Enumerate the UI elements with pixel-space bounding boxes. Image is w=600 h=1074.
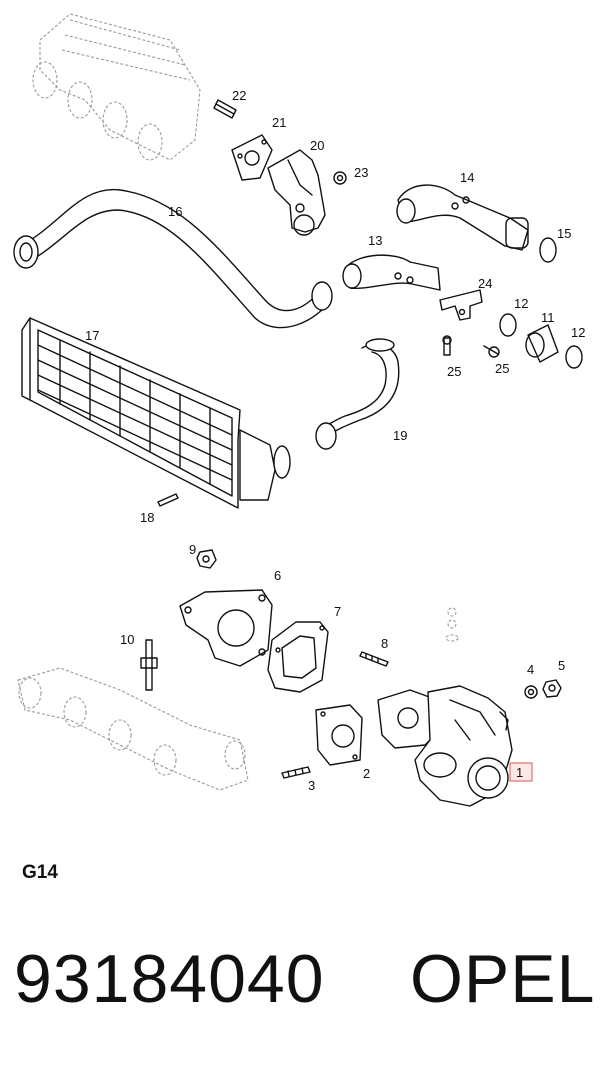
part-11-sleeve: 11 [525, 310, 559, 363]
part-25-bolt-right: 25 [483, 345, 509, 376]
part-25-bolt-left: 25 [442, 335, 461, 379]
part-20-housing: 20 [267, 138, 326, 236]
callout-16: 16 [168, 204, 182, 219]
callout-1: 1 [516, 765, 523, 780]
part-16-hose: 16 [13, 188, 333, 329]
callout-13: 13 [368, 233, 382, 248]
callout-25a: 25 [447, 364, 461, 379]
ghost-exhaust-manifold [17, 667, 249, 791]
part-2-gasket: 2 [315, 704, 370, 781]
part-12-seal-left: 12 [499, 296, 528, 337]
part-7-gasket: 7 [267, 604, 341, 693]
part-17-intercooler: 17 [21, 317, 291, 509]
diagram-code: G14 [22, 862, 58, 883]
exploded-parts-diagram: 22 21 20 23 16 14 15 [13, 13, 585, 807]
callout-22: 22 [232, 88, 246, 103]
callout-10: 10 [120, 632, 134, 647]
part-6-elbow: 6 [179, 568, 281, 667]
callout-18: 18 [140, 510, 154, 525]
callout-6: 6 [274, 568, 281, 583]
part-4-washer: 4 [524, 662, 538, 699]
ghost-intake-manifold-top [32, 13, 201, 161]
part-3-stud: 3 [281, 766, 315, 793]
callout-17: 17 [85, 328, 99, 343]
part-15-oring: 15 [539, 226, 571, 263]
callout-1-highlight [509, 762, 533, 782]
callout-8: 8 [381, 636, 388, 651]
callout-9: 9 [189, 542, 196, 557]
ghost-fasteners [445, 607, 459, 642]
part-13-elbow: 13 [342, 233, 441, 291]
callout-7: 7 [334, 604, 341, 619]
part-8-stud: 8 [359, 636, 389, 667]
callout-19: 19 [393, 428, 407, 443]
brand-name: OPEL [410, 941, 596, 1017]
callout-5: 5 [558, 658, 565, 673]
part-19-hose: 19 [315, 338, 407, 450]
callout-21: 21 [272, 115, 286, 130]
callout-23: 23 [354, 165, 368, 180]
callout-20: 20 [310, 138, 324, 153]
callout-12a: 12 [514, 296, 528, 311]
part-23-nut: 23 [333, 165, 368, 185]
part-number: 93184040 [14, 941, 325, 1017]
part-5-nut: 5 [542, 658, 565, 698]
part-1-turbocharger: 1 [377, 685, 533, 807]
part-12-seal-right: 12 [565, 325, 585, 369]
part-21-gasket: 21 [231, 115, 286, 181]
part-9-nut: 9 [189, 542, 217, 569]
callout-11: 11 [541, 310, 555, 325]
callout-15: 15 [557, 226, 571, 241]
part-10-stud: 10 [120, 632, 158, 691]
callout-12b: 12 [571, 325, 585, 340]
callout-3: 3 [308, 778, 315, 793]
part-14-pipe: 14 [396, 170, 529, 251]
callout-4: 4 [527, 662, 534, 677]
footer: 93184040 OPEL [0, 940, 600, 1050]
part-18-bolt: 18 [140, 493, 179, 525]
callout-25b: 25 [495, 361, 509, 376]
callout-14: 14 [460, 170, 474, 185]
part-24-bracket: 24 [439, 276, 492, 321]
callout-24: 24 [478, 276, 492, 291]
part-22-stud: 22 [213, 88, 246, 119]
callout-2: 2 [363, 766, 370, 781]
